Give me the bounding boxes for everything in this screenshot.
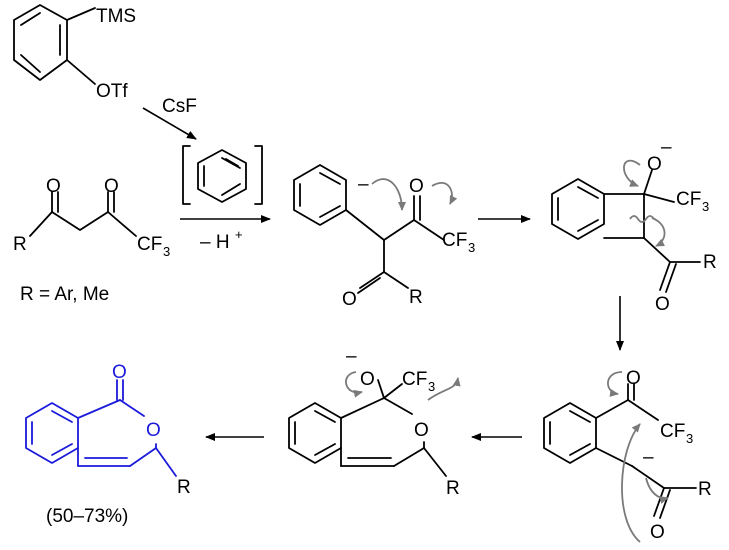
r-label: R xyxy=(703,252,717,273)
cyclic-alkoxide-intermediate: O – CF 3 O R xyxy=(288,346,461,499)
enolate-charge: – xyxy=(643,447,654,468)
csf-label: CsF xyxy=(162,96,197,117)
o-label: O xyxy=(626,368,641,389)
benzyne-intermediate xyxy=(182,145,263,205)
ring-opened-enolate: O CF 3 – R O xyxy=(543,368,712,543)
ring-o-label: O xyxy=(146,420,161,441)
cf-label: CF xyxy=(660,421,685,442)
o-label: O xyxy=(360,369,375,390)
isocoumarin-product: O O xyxy=(25,362,177,477)
aryne-precursor: TMS OTf xyxy=(13,4,136,102)
csf-arrow: CsF xyxy=(142,96,197,140)
aryl-anion-intermediate: – O CF 3 O R xyxy=(293,164,475,310)
cf-label: CF xyxy=(442,230,467,251)
alkoxide-charge: – xyxy=(346,346,357,367)
carbonyl-o-label: O xyxy=(112,362,127,383)
superscript-plus: + xyxy=(235,227,243,242)
r-label: R xyxy=(446,478,460,499)
o-label: O xyxy=(409,176,424,197)
cf-label: CF xyxy=(137,234,162,255)
o-label: O xyxy=(655,294,670,315)
minus-h-label: – H xyxy=(200,232,230,253)
yield-label: (50–73%) xyxy=(46,506,128,527)
cf-label: CF xyxy=(676,189,701,210)
subscript-3: 3 xyxy=(428,379,435,394)
r-label: R xyxy=(177,477,191,498)
o-label: O xyxy=(647,154,662,175)
trifluoro-diketone: O O R CF 3 R = Ar, Me xyxy=(13,176,170,305)
alkoxide-charge: – xyxy=(661,137,672,158)
subscript-3: 3 xyxy=(163,244,170,259)
tms-label: TMS xyxy=(96,6,136,27)
otf-label: OTf xyxy=(96,81,128,102)
o-label: O xyxy=(46,176,61,197)
ring-o-label: O xyxy=(414,420,429,441)
r-label: R xyxy=(13,234,27,255)
anion-charge: – xyxy=(358,174,369,195)
r-label: R xyxy=(409,287,423,308)
o-label: O xyxy=(104,176,119,197)
cf-label: CF xyxy=(402,369,427,390)
subscript-3: 3 xyxy=(686,431,693,446)
benzocyclobutene-alkoxide: O – CF 3 R O xyxy=(551,137,717,315)
o-label: O xyxy=(650,522,665,543)
subscript-3: 3 xyxy=(468,240,475,255)
r-label: R xyxy=(698,479,712,500)
subscript-3: 3 xyxy=(702,199,709,214)
arrow-deprotonation: – H + xyxy=(180,215,271,253)
o-label: O xyxy=(342,289,357,310)
r-definition: R = Ar, Me xyxy=(20,284,109,305)
